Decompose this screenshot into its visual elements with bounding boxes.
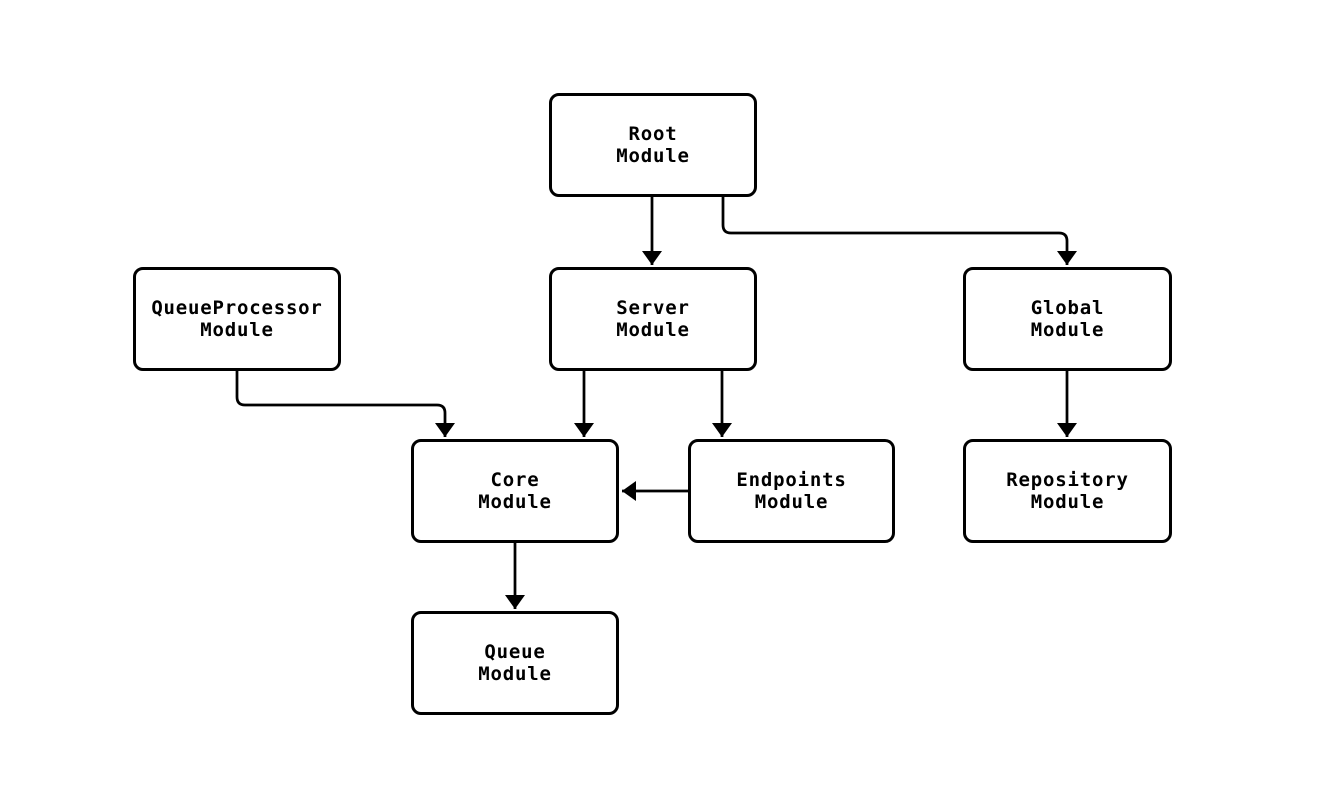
node-queue-module: Queue Module <box>411 611 619 715</box>
node-queueprocessor-module-label: QueueProcessor Module <box>151 297 323 341</box>
node-repository-module-label: Repository Module <box>1006 469 1129 513</box>
node-core-module: Core Module <box>411 439 619 543</box>
node-global-module: Global Module <box>963 267 1172 371</box>
node-global-module-label: Global Module <box>1030 297 1105 341</box>
node-core-module-label: Core Module <box>478 469 552 513</box>
node-endpoints-module-label: Endpoints Module <box>736 469 847 513</box>
node-queueprocessor-module: QueueProcessor Module <box>133 267 341 371</box>
node-endpoints-module: Endpoints Module <box>688 439 895 543</box>
edge-root-to-global <box>721 196 1077 265</box>
node-root-module: Root Module <box>549 93 757 197</box>
edge-queueprocessor-to-core <box>235 370 455 437</box>
node-queue-module-label: Queue Module <box>478 641 552 685</box>
node-server-module-label: Server Module <box>616 297 690 341</box>
node-repository-module: Repository Module <box>963 439 1172 543</box>
node-root-module-label: Root Module <box>616 123 690 167</box>
node-server-module: Server Module <box>549 267 757 371</box>
